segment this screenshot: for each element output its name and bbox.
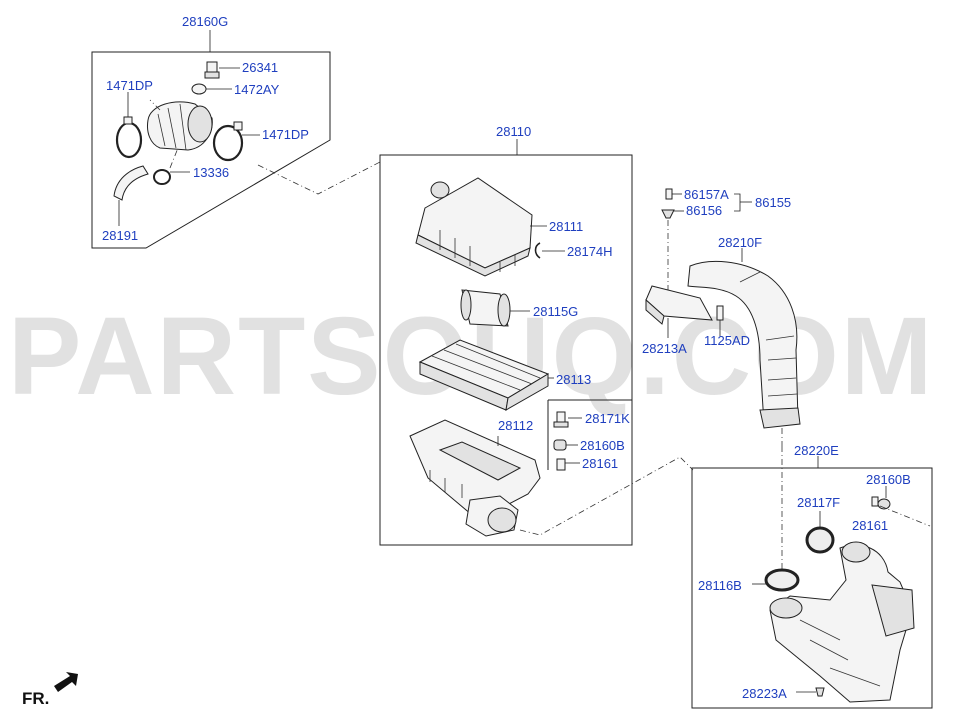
label-1471DP-right[interactable]: 1471DP bbox=[262, 127, 309, 142]
label-28160B-upper[interactable]: 28160B bbox=[580, 438, 625, 453]
bolt-1125AD[interactable] bbox=[716, 305, 724, 336]
resonator-body-28220E[interactable] bbox=[769, 541, 915, 703]
label-28160G[interactable]: 28160G bbox=[182, 14, 228, 29]
air-cleaner-body-28112[interactable] bbox=[409, 419, 541, 537]
bolt-28171K[interactable] bbox=[553, 411, 582, 428]
grommet-28160B-lower[interactable] bbox=[877, 486, 891, 510]
intake-duct-28210F[interactable] bbox=[687, 260, 801, 429]
collar-28161[interactable] bbox=[556, 458, 580, 471]
duct-inlet-28213A[interactable] bbox=[645, 285, 713, 338]
air-cleaner-cover-28111[interactable] bbox=[415, 177, 547, 277]
front-orientation-indicator: FR. bbox=[22, 672, 78, 708]
filter-element-28113[interactable] bbox=[418, 339, 554, 411]
group-28220E-frame bbox=[691, 467, 933, 709]
label-28223A[interactable]: 28223A bbox=[742, 686, 787, 701]
clip-1472AY[interactable] bbox=[191, 83, 232, 95]
label-28161-lower[interactable]: 28161 bbox=[852, 518, 888, 533]
washer-86156[interactable] bbox=[661, 209, 684, 219]
label-28210F[interactable]: 28210F bbox=[718, 235, 762, 250]
label-28191[interactable]: 28191 bbox=[102, 228, 138, 243]
intake-duct-body[interactable] bbox=[147, 101, 213, 151]
label-28174H[interactable]: 28174H bbox=[567, 244, 613, 259]
label-1471DP-left[interactable]: 1471DP bbox=[106, 78, 153, 93]
label-28160B-lower[interactable]: 28160B bbox=[866, 472, 911, 487]
group-28160G-frame bbox=[91, 51, 331, 249]
label-28171K[interactable]: 28171K bbox=[585, 411, 630, 426]
hose-clamp-1471DP-right[interactable] bbox=[212, 121, 260, 162]
group-28110 bbox=[379, 139, 633, 546]
group-28160G bbox=[91, 30, 331, 249]
grommet-28160B[interactable] bbox=[553, 439, 578, 451]
label-28115G[interactable]: 28115G bbox=[533, 304, 578, 319]
label-28220E[interactable]: 28220E bbox=[794, 443, 839, 458]
fr-label: FR. bbox=[22, 689, 49, 708]
resonator-28115G[interactable] bbox=[460, 289, 530, 327]
group-86155 bbox=[661, 188, 752, 300]
label-13336[interactable]: 13336 bbox=[193, 165, 229, 180]
label-1472AY[interactable]: 1472AY bbox=[234, 82, 280, 97]
label-26341[interactable]: 26341 bbox=[242, 60, 278, 75]
sensor-bolt-26341[interactable] bbox=[204, 61, 240, 79]
label-1125AD[interactable]: 1125AD bbox=[704, 333, 750, 348]
clip-28223A[interactable] bbox=[796, 687, 825, 697]
group-28210F bbox=[645, 248, 801, 446]
hose-clamp-13336[interactable] bbox=[153, 147, 190, 185]
collar-28161-lower[interactable] bbox=[871, 496, 931, 527]
label-86155[interactable]: 86155 bbox=[755, 195, 791, 210]
group-28110-frame bbox=[379, 154, 633, 546]
label-28161-upper[interactable]: 28161 bbox=[582, 456, 618, 471]
breather-hose-28191[interactable] bbox=[113, 165, 149, 226]
hose-clamp-1471DP-left[interactable] bbox=[115, 92, 143, 159]
label-28213A[interactable]: 28213A bbox=[642, 341, 687, 356]
label-28110[interactable]: 28110 bbox=[496, 124, 531, 139]
screw-86157A[interactable] bbox=[665, 188, 682, 200]
ring-28116B[interactable] bbox=[752, 568, 800, 592]
label-28116B[interactable]: 28116B bbox=[698, 578, 742, 593]
label-28117F[interactable]: 28117F bbox=[797, 495, 840, 510]
label-86156[interactable]: 86156 bbox=[686, 203, 722, 218]
label-86157A[interactable]: 86157A bbox=[684, 187, 729, 202]
group-28220E bbox=[691, 446, 933, 709]
label-28112[interactable]: 28112 bbox=[498, 418, 533, 433]
clip-28174H[interactable] bbox=[534, 242, 566, 259]
fr-arrow-icon bbox=[54, 672, 78, 692]
label-28113[interactable]: 28113 bbox=[556, 372, 591, 387]
label-28111[interactable]: 28111 bbox=[549, 219, 583, 234]
ring-28117F[interactable] bbox=[805, 511, 835, 554]
